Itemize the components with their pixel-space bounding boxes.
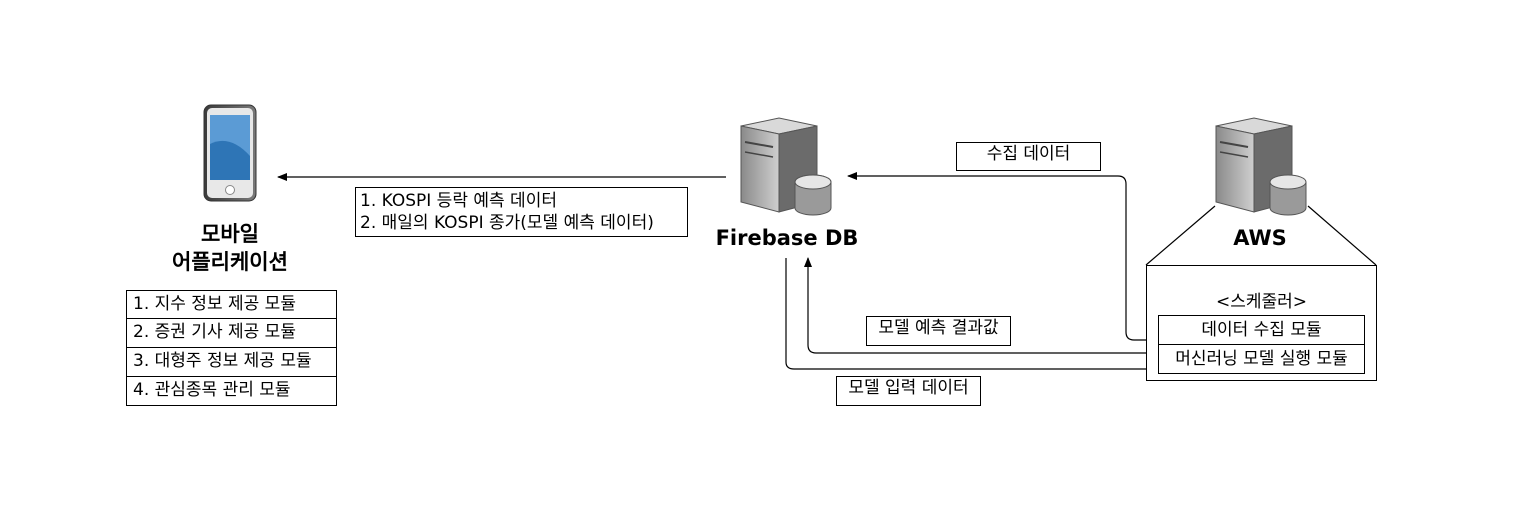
aws-expand-line-right [1307,205,1377,266]
list-item: 3. 대형주 정보 제공 모듈 [126,348,337,377]
mobile-phone-icon [203,104,257,202]
edge-collector-to-firebase [847,172,1158,341]
list-item: 1. 지수 정보 제공 모듈 [126,290,337,319]
ml-module: 머신러닝 모델 실행 모듈 [1158,344,1365,374]
scheduler-label: <스케줄러> [1215,292,1308,312]
mobile-title-line1: 모바일 [201,222,259,246]
aws-server-icon [1215,117,1307,216]
edge-label-model-input: 모델 입력 데이터 [836,376,981,406]
list-item: 2. 증권 기사 제공 모듈 [126,319,337,348]
list-item: 4. 관심종목 관리 모듈 [126,377,337,406]
edge-firebase-to-ml [785,258,1159,373]
aws-expand-line-left [1145,205,1216,266]
mobile-module-list: 1. 지수 정보 제공 모듈 2. 증권 기사 제공 모듈 3. 대형주 정보 … [126,290,337,406]
edge-label-line1: 1. KOSPI 등락 예측 데이터 [360,191,557,211]
firebase-title: Firebase DB [715,226,859,250]
edge-label-collected-data: 수집 데이터 [956,142,1101,171]
edge-label-firebase-to-mobile: 1. KOSPI 등락 예측 데이터 2. 매일의 KOSPI 종가(모델 예측… [355,187,688,237]
collector-module: 데이터 수집 모듈 [1158,315,1365,345]
edge-label-line2: 2. 매일의 KOSPI 종가(모델 예측 데이터) [360,213,654,233]
edge-label-model-prediction: 모델 예측 결과값 [866,316,1011,346]
aws-title: AWS [1233,226,1287,250]
database-server-icon [740,117,832,216]
edge-ml-to-firebase [804,257,1158,354]
mobile-title-line2: 어플리케이션 [172,250,288,274]
